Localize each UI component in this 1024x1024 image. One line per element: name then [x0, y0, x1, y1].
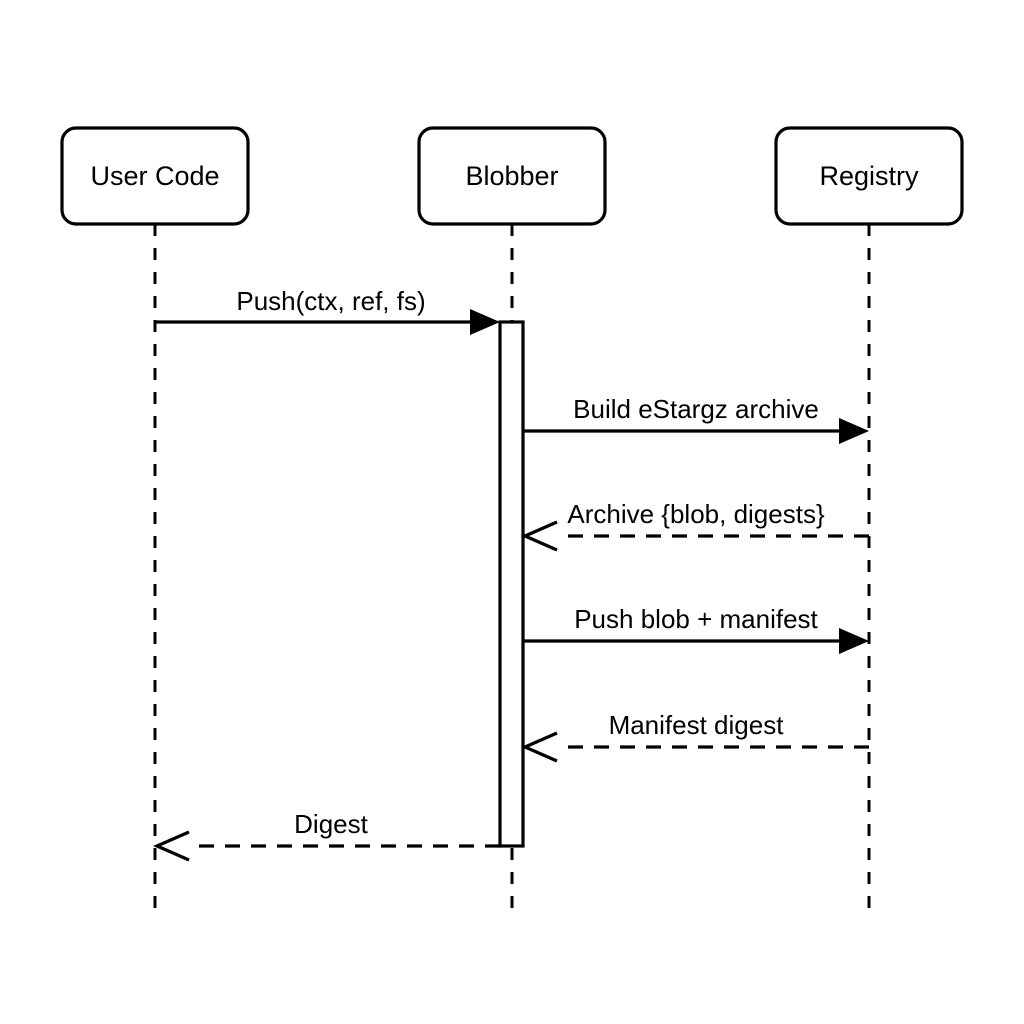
message-6-label: Digest: [294, 809, 368, 839]
participant-label-registry: Registry: [819, 161, 919, 191]
participant-box-blobber[interactable]: [417, 126, 607, 226]
message-5-manifest-digest[interactable]: Manifest digest: [521, 710, 869, 763]
participant-user-code[interactable]: User Code: [60, 126, 250, 226]
participant-registry[interactable]: Registry: [774, 126, 964, 226]
message-1-label: Push(ctx, ref, fs): [236, 286, 425, 316]
participant-box-registry[interactable]: [774, 126, 964, 226]
message-5-arrowhead-icon: [521, 731, 558, 763]
activation-bar-blobber[interactable]: [498, 320, 525, 848]
message-2-build-estargz-archive[interactable]: Build eStargz archive: [523, 394, 869, 444]
message-4-push-blob-manifest[interactable]: Push blob + manifest: [523, 604, 869, 654]
message-3-archive-blob-digests[interactable]: Archive {blob, digests}: [521, 499, 869, 552]
message-4-label: Push blob + manifest: [574, 604, 818, 634]
message-6-digest[interactable]: Digest: [153, 809, 500, 862]
message-1-push-ctx-ref-fs[interactable]: Push(ctx, ref, fs): [155, 286, 500, 335]
message-1-arrowhead-icon: [470, 309, 500, 335]
message-3-label: Archive {blob, digests}: [567, 499, 825, 529]
message-5-label: Manifest digest: [609, 710, 785, 740]
message-2-arrowhead-icon: [839, 418, 869, 444]
participant-blobber[interactable]: Blobber: [417, 126, 607, 226]
participant-label-user-code: User Code: [90, 161, 219, 191]
message-4-arrowhead-icon: [839, 628, 869, 654]
message-3-arrowhead-icon: [521, 520, 558, 552]
message-6-arrowhead-icon: [153, 830, 190, 862]
participant-label-blobber: Blobber: [465, 161, 558, 191]
message-2-label: Build eStargz archive: [573, 394, 819, 424]
participant-box-user-code[interactable]: [60, 126, 250, 226]
participant-boxes-group: User Code Blobber Registry: [60, 126, 964, 226]
